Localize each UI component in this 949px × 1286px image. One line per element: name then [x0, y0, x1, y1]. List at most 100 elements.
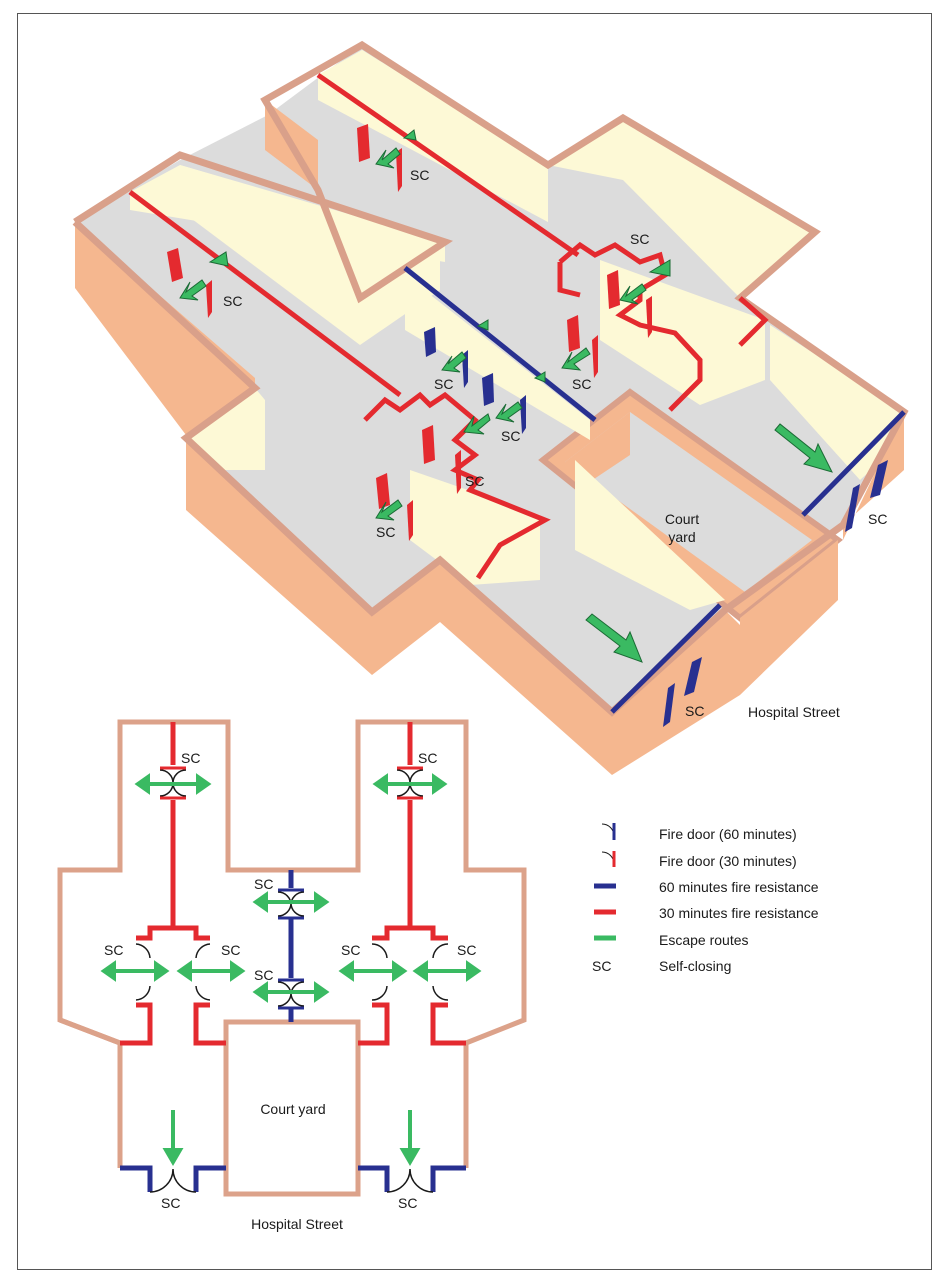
- figure-frame: [17, 13, 932, 1270]
- plan-sc-label: SC: [161, 1195, 180, 1211]
- plan-sc-label: SC: [341, 942, 360, 958]
- iso-escape-arrow: [179, 279, 207, 301]
- legend-item: SC Self-closing: [592, 958, 731, 974]
- iso-door-30: [455, 450, 461, 494]
- fire-door-60-icon: [601, 823, 616, 840]
- inner-wall-e: [548, 118, 810, 298]
- iso-door-30: [206, 280, 212, 318]
- plan-sc-label: SC: [398, 1195, 417, 1211]
- plan-court-yard-label: Court yard: [260, 1101, 325, 1117]
- plan-sc-label: SC: [221, 942, 240, 958]
- legend-item: 60 minutes fire resistance: [594, 879, 819, 895]
- plan-escape-arrow: [176, 960, 246, 982]
- iso-hospital-street-label: Hospital Street: [748, 704, 840, 720]
- plan-door-60: [149, 888, 434, 1193]
- iso-escape-arrow: [774, 423, 833, 473]
- plan-sc-label: SC: [254, 967, 273, 983]
- legend-label: Self-closing: [659, 958, 731, 974]
- legend-label: Fire door (30 minutes): [659, 853, 797, 869]
- iso-escape-arrow: [375, 499, 403, 521]
- inner-wall-i: [410, 470, 540, 585]
- iso-sc-label: SC: [376, 524, 395, 540]
- iso-escape-arrow: [208, 251, 229, 267]
- plan-escape-arrow: [100, 960, 170, 982]
- iso-escape-arrow: [463, 413, 491, 435]
- plan-escape-arrow: [134, 773, 212, 795]
- iso-door-30: [396, 148, 402, 192]
- legend-label: 60 minutes fire resistance: [659, 879, 819, 895]
- outer-face-front: [372, 560, 612, 775]
- plan-escape-arrow: [338, 960, 408, 982]
- iso-door-30: [607, 270, 620, 309]
- legend-item: Fire door (60 minutes): [601, 823, 797, 842]
- iso-court-yard-label: Court: [665, 511, 699, 527]
- iso-door-30: [357, 124, 370, 162]
- iso-escape-arrow: [441, 351, 467, 373]
- plan-sc-label: SC: [181, 750, 200, 766]
- legend-item: 30 minutes fire resistance: [594, 905, 819, 921]
- plan-escape-arrow: [372, 773, 448, 795]
- fire-door-30-icon: [601, 851, 616, 867]
- outer-face-courtyard: [740, 540, 838, 695]
- iso-escape-arrow: [585, 613, 643, 663]
- plan-door-30: [135, 766, 449, 1001]
- legend-item: Escape routes: [594, 932, 749, 948]
- legend-label: Fire door (60 minutes): [659, 826, 797, 842]
- plan-sc-label: SC: [457, 942, 476, 958]
- plan-sc-label: SC: [254, 876, 273, 892]
- plan-escape-arrow: [162, 1110, 184, 1166]
- iso-sc-label: SC: [465, 473, 484, 489]
- iso-door-60: [870, 460, 888, 498]
- iso-sc-label: SC: [223, 293, 242, 309]
- outer-face-right: [612, 610, 740, 775]
- iso-escape-arrow: [495, 401, 523, 423]
- plan-blue-lines: [120, 870, 466, 1192]
- iso-door-60: [424, 327, 436, 357]
- iso-blue-lines: [403, 266, 906, 714]
- inner-wall-h: [770, 325, 904, 480]
- iso-door-30: [567, 315, 580, 352]
- plan-fire-doors: [135, 766, 449, 1193]
- plan-sc-label: SC: [418, 750, 437, 766]
- plan-outer-walls: [57, 719, 527, 1197]
- iso-sc-label: SC: [434, 376, 453, 392]
- inner-wall-j: [575, 460, 725, 610]
- iso-escape-arrow: [402, 129, 417, 141]
- iso-door-30: [646, 296, 652, 338]
- iso-sc-label: SC: [501, 428, 520, 444]
- iso-escape-arrow: [648, 259, 671, 277]
- inner-wall-d: [362, 50, 548, 222]
- plan-escape-arrow: [252, 981, 330, 1003]
- inner-wall-f: [405, 275, 590, 440]
- plan-escape-arrow: [252, 891, 330, 913]
- iso-sc-label: SC: [685, 703, 704, 719]
- iso-red-lines: [128, 72, 769, 580]
- plan-escape-arrows: [100, 773, 482, 1166]
- iso-door-30: [422, 425, 435, 464]
- plan-red-lines: [120, 722, 466, 1046]
- iso-escape-arrows: [179, 129, 833, 663]
- iso-door-30: [376, 473, 390, 509]
- floor-plan: SC SC SC SC SC SC SC SC SC SC Court yard…: [57, 719, 527, 1232]
- plan-escape-arrow: [399, 1110, 421, 1166]
- iso-escape-arrow: [561, 347, 591, 371]
- iso-escape-arrow: [619, 283, 647, 305]
- iso-door-30: [407, 500, 413, 541]
- iso-escape-arrow: [375, 147, 401, 169]
- legend-label: 30 minutes fire resistance: [659, 905, 819, 921]
- iso-sc-label: SC: [572, 376, 591, 392]
- plan-hospital-street-label: Hospital Street: [251, 1216, 343, 1232]
- plan-sc-label: SC: [104, 942, 123, 958]
- outer-wall-top: [72, 40, 909, 717]
- iso-sc-label: SC: [630, 231, 649, 247]
- legend-symbol: SC: [592, 958, 611, 974]
- iso-door-30: [592, 335, 598, 378]
- legend-item: Fire door (30 minutes): [601, 851, 797, 869]
- iso-court-yard-label: yard: [668, 529, 695, 545]
- iso-escape-arrow: [476, 319, 489, 331]
- inner-wall-k: [188, 388, 265, 470]
- iso-door-60: [520, 395, 526, 434]
- legend: Fire door (60 minutes) Fire door (30 min…: [592, 823, 819, 974]
- plan-escape-arrow: [412, 960, 482, 982]
